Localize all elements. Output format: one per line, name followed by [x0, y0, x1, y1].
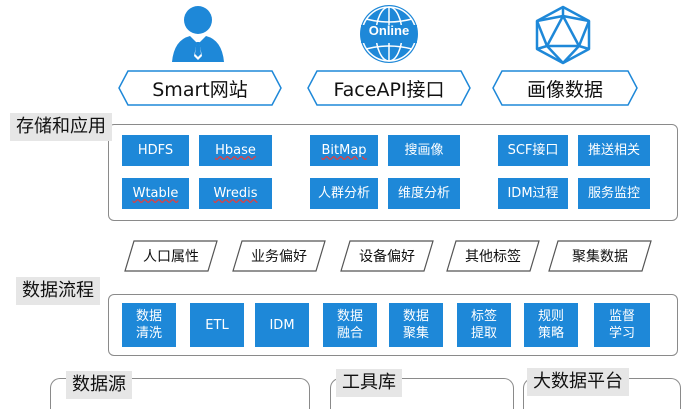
storage-frame — [108, 124, 678, 221]
bottom-frame-tool-library — [330, 378, 514, 409]
flow-step-fusion: 数据 融合 — [323, 303, 377, 347]
storage-item-dimension-analysis: 维度分析 — [388, 178, 460, 209]
storage-label: 存储和应用 — [10, 113, 112, 141]
tag-demographics: 人口属性 — [124, 240, 218, 272]
flow-step-label-extraction: 标签 提取 — [457, 303, 511, 347]
header-faceapi: FaceAPI接口 — [307, 70, 471, 106]
tag-other-labels: 其他标签 — [446, 240, 540, 272]
header-smart-site-label: Smart网站 — [152, 78, 248, 101]
bottom-frame-data-source — [50, 378, 310, 409]
flow-step-cleaning: 数据 清洗 — [122, 303, 176, 347]
header-faceapi-label: FaceAPI接口 — [333, 78, 445, 101]
flow-step-aggregation: 数据 聚集 — [389, 303, 443, 347]
flow-step-etl: ETL — [190, 303, 244, 347]
storage-item-push: 推送相关 — [578, 135, 650, 166]
user-icon — [172, 6, 224, 62]
flow-step-idm: IDM — [255, 303, 309, 347]
flow-frame — [108, 294, 678, 356]
bottom-label-tool-library: 工具库 — [336, 369, 402, 397]
flow-step-supervised-learning: 监督 学习 — [594, 303, 650, 347]
storage-item-crowd-analysis: 人群分析 — [310, 178, 378, 209]
online-globe-icon — [360, 5, 418, 63]
header-portrait-data-label: 画像数据 — [526, 78, 603, 101]
cube-icon — [535, 5, 591, 65]
storage-item-wredis: Wredis — [199, 178, 272, 209]
storage-item-search-portrait: 搜画像 — [388, 135, 460, 166]
flow-label: 数据流程 — [16, 277, 100, 305]
online-globe-text: Online — [368, 23, 410, 38]
storage-item-service-monitor: 服务监控 — [578, 178, 650, 209]
storage-item-hdfs: HDFS — [122, 135, 189, 166]
storage-item-bitmap: BitMap — [310, 135, 378, 166]
tag-business-preference: 业务偏好 — [232, 240, 326, 272]
bottom-label-data-source: 数据源 — [66, 371, 132, 399]
storage-item-hbase: Hbase — [199, 135, 272, 166]
storage-item-scf-api: SCF接口 — [498, 135, 568, 166]
storage-item-idm-process: IDM过程 — [498, 178, 568, 209]
tag-aggregated-data: 聚集数据 — [548, 240, 652, 272]
tag-device-preference: 设备偏好 — [340, 240, 434, 272]
storage-item-wtable: Wtable — [122, 178, 189, 209]
bottom-label-big-data-platform: 大数据平台 — [527, 368, 629, 396]
header-portrait-data: 画像数据 — [492, 70, 638, 106]
flow-step-rule-strategy: 规则 策略 — [524, 303, 578, 347]
header-smart-site: Smart网站 — [118, 70, 282, 106]
